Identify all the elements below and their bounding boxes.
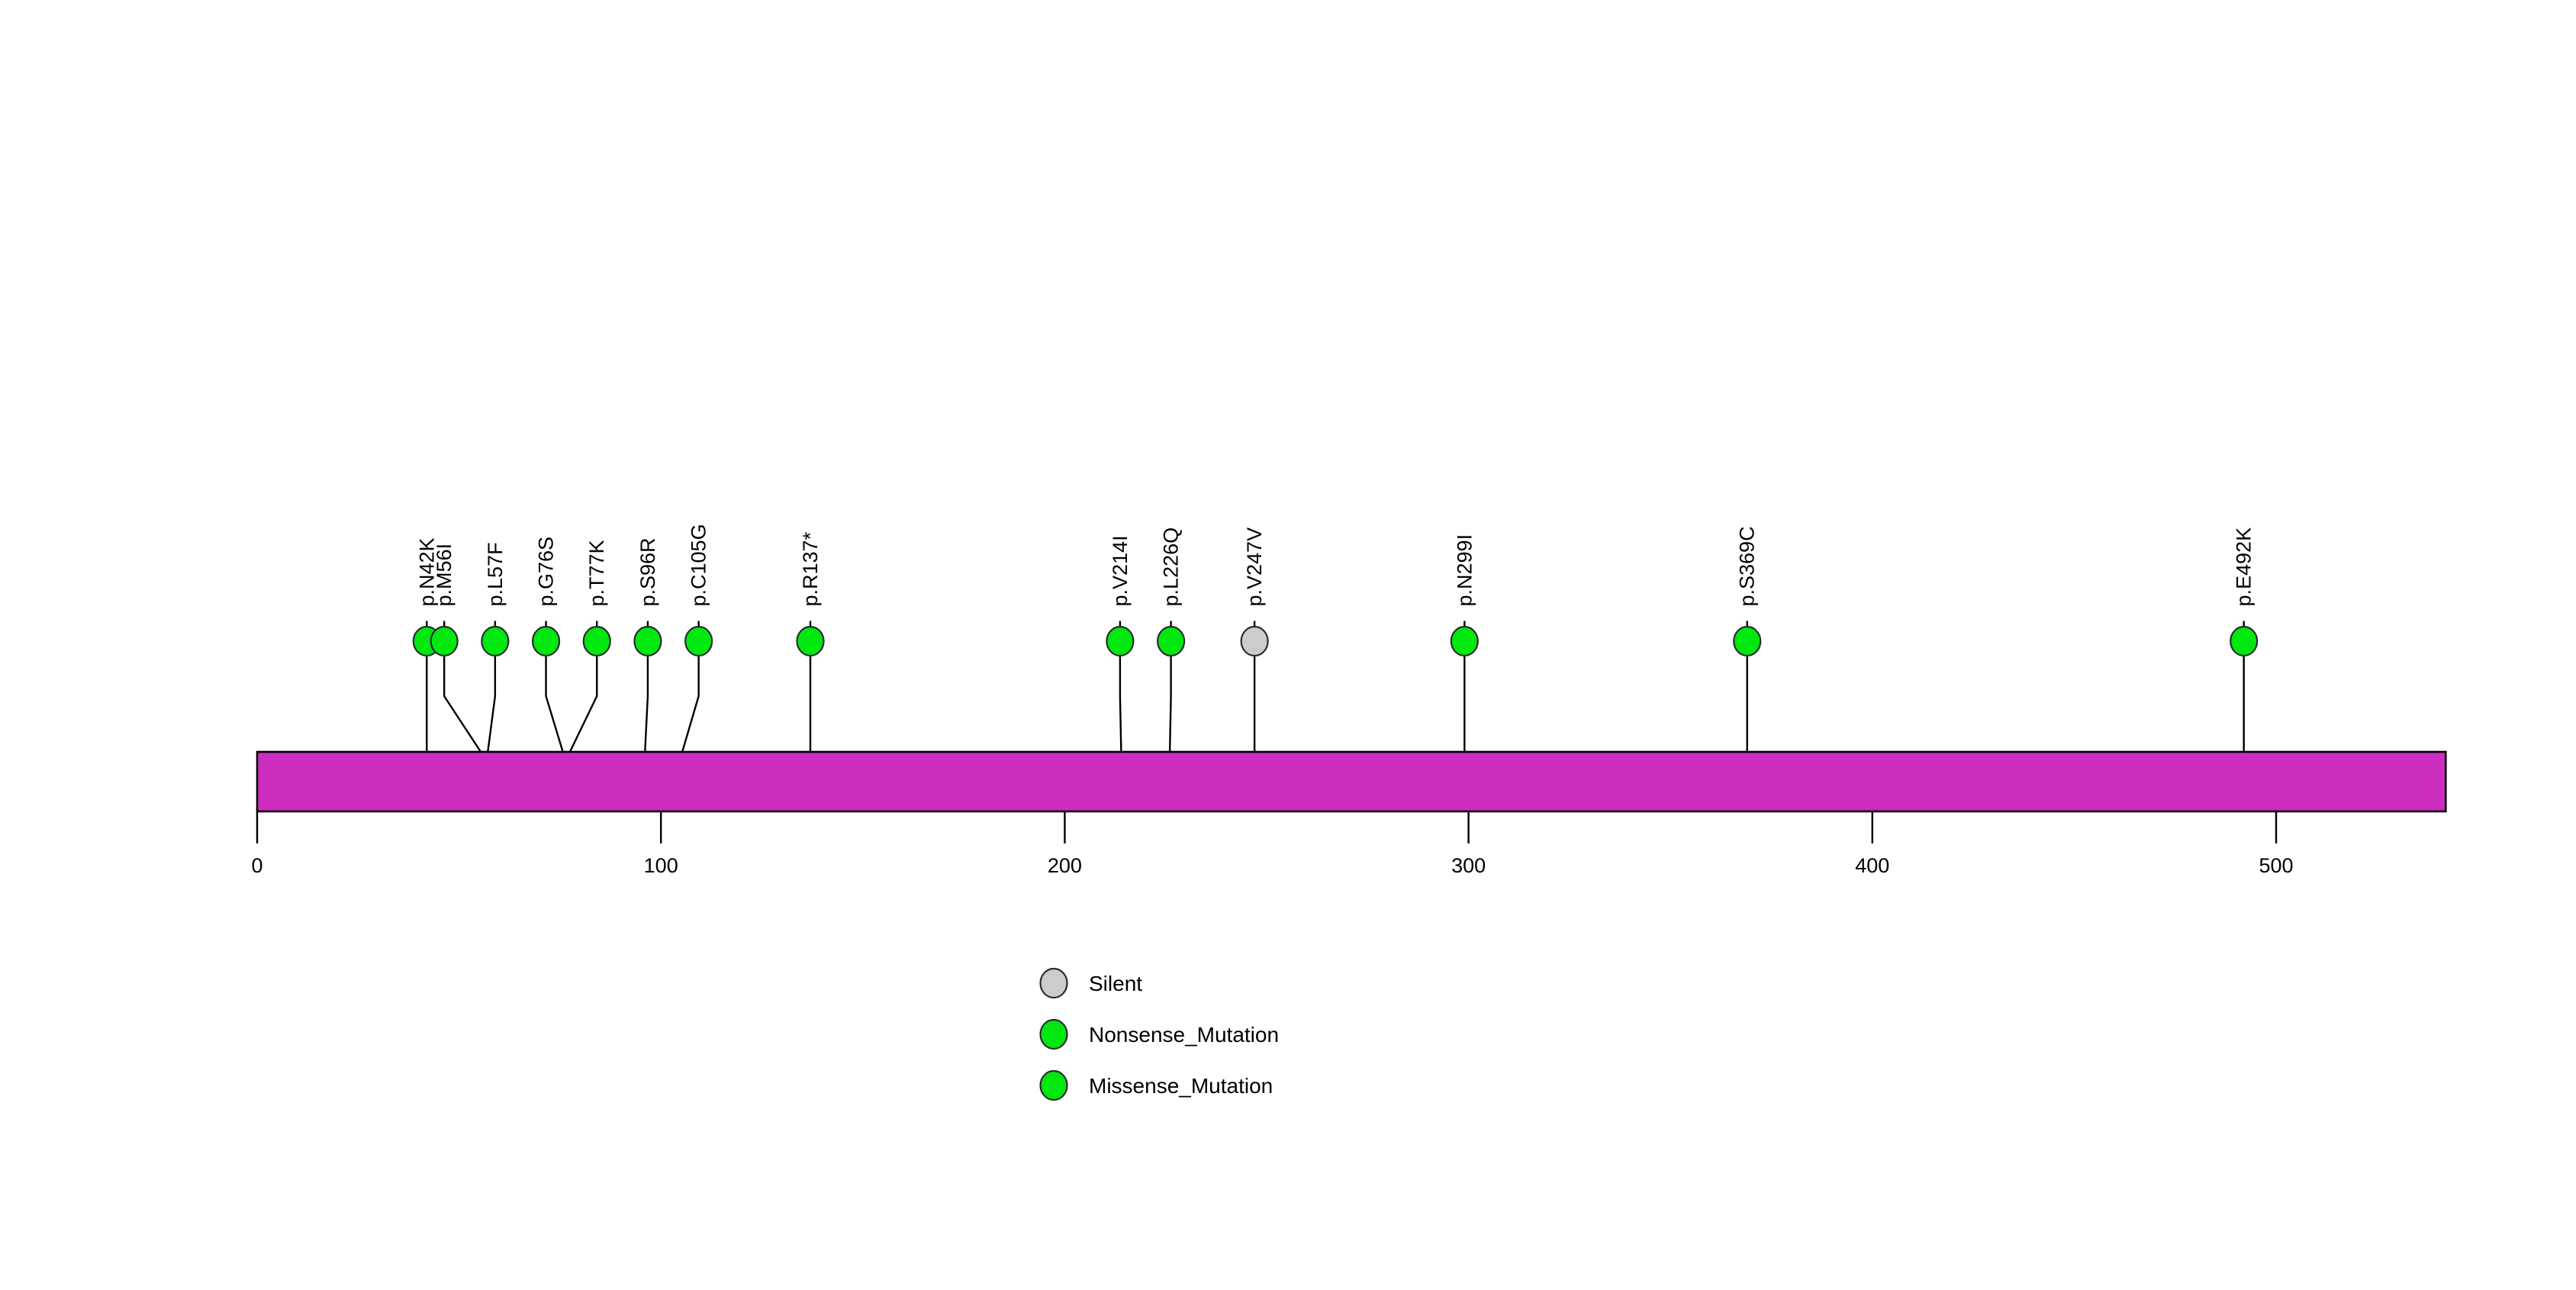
legend-item[interactable]: Missense_Mutation [1039,1069,1274,1101]
lollipop-head[interactable]: p.S96R (Missense_Mutation) [633,625,662,657]
legend-item[interactable]: Nonsense_Mutation [1039,1018,1280,1050]
mutation-label: p.L57F [484,542,507,606]
legend-swatch-icon [1039,1018,1068,1050]
protein-bar-layer [256,750,2447,813]
lollipop-head[interactable]: p.L226Q (Missense_Mutation) [1156,625,1186,657]
mutation-label: p.C105G [687,524,710,606]
lollipop-heads-layer: p.N42K (Missense_Mutation)p.M56I (Missen… [412,625,2259,657]
lollipop-head[interactable]: p.N299I (Missense_Mutation) [1450,625,1479,657]
lollipop-head[interactable]: p.V247V (Silent) [1240,625,1269,657]
legend-swatch-icon [1039,967,1068,999]
axis-tick-label: 400 [1855,854,1889,877]
lollipop-head[interactable]: p.G76S (Missense_Mutation) [531,625,561,657]
mutation-label: p.V214I [1109,535,1132,606]
lollipop-head[interactable]: p.S369C (Missense_Mutation) [1733,625,1762,657]
lollipop-head[interactable]: p.V214I (Missense_Mutation) [1106,625,1135,657]
mutation-label: p.E492K [2233,527,2256,607]
mutation-label: p.L226Q [1160,527,1183,607]
lollipop-head[interactable]: p.R137* (Nonsense_Mutation) [796,625,825,657]
axis-tick-label: 200 [1048,854,1082,877]
mutation-label: p.S96R [636,537,659,606]
mutation-label: p.S369C [1736,526,1759,606]
axis-tick-label: 500 [2259,854,2293,877]
axis-tick-label: 100 [644,854,678,877]
mutation-label: p.G76S [535,537,558,607]
protein-backbone-bar [256,750,2447,813]
mutation-label: p.T77K [585,540,608,606]
mutation-label: p.M56I [433,543,456,607]
legend-swatch-icon [1039,1069,1068,1101]
lollipop-head[interactable]: p.E492K (Missense_Mutation) [2230,625,2259,657]
lollipop-head[interactable]: p.L57F (Missense_Mutation) [481,625,510,657]
axis-layer: 0 100 200 300 400 500 [251,811,2294,877]
axis-tick-label: 0 [251,854,262,877]
legend-item[interactable]: Silent [1039,967,1143,999]
mutation-label: p.R137* [799,531,822,606]
legend-label: Nonsense_Mutation [1089,1023,1279,1047]
lollipop-head[interactable]: p.T77K (Missense_Mutation) [582,625,611,657]
legend-label: Missense_Mutation [1089,1074,1273,1098]
mutation-label: p.N299I [1453,534,1476,607]
mutation-label: p.N42K [415,537,438,606]
lollipop-head[interactable]: p.M56I (Missense_Mutation) [430,625,459,657]
mutation-label: p.V247V [1243,527,1266,607]
legend-label: Silent [1089,972,1142,995]
axis-tick-label: 300 [1451,854,1486,877]
lollipop-head[interactable]: p.C105G (Missense_Mutation) [684,625,713,657]
